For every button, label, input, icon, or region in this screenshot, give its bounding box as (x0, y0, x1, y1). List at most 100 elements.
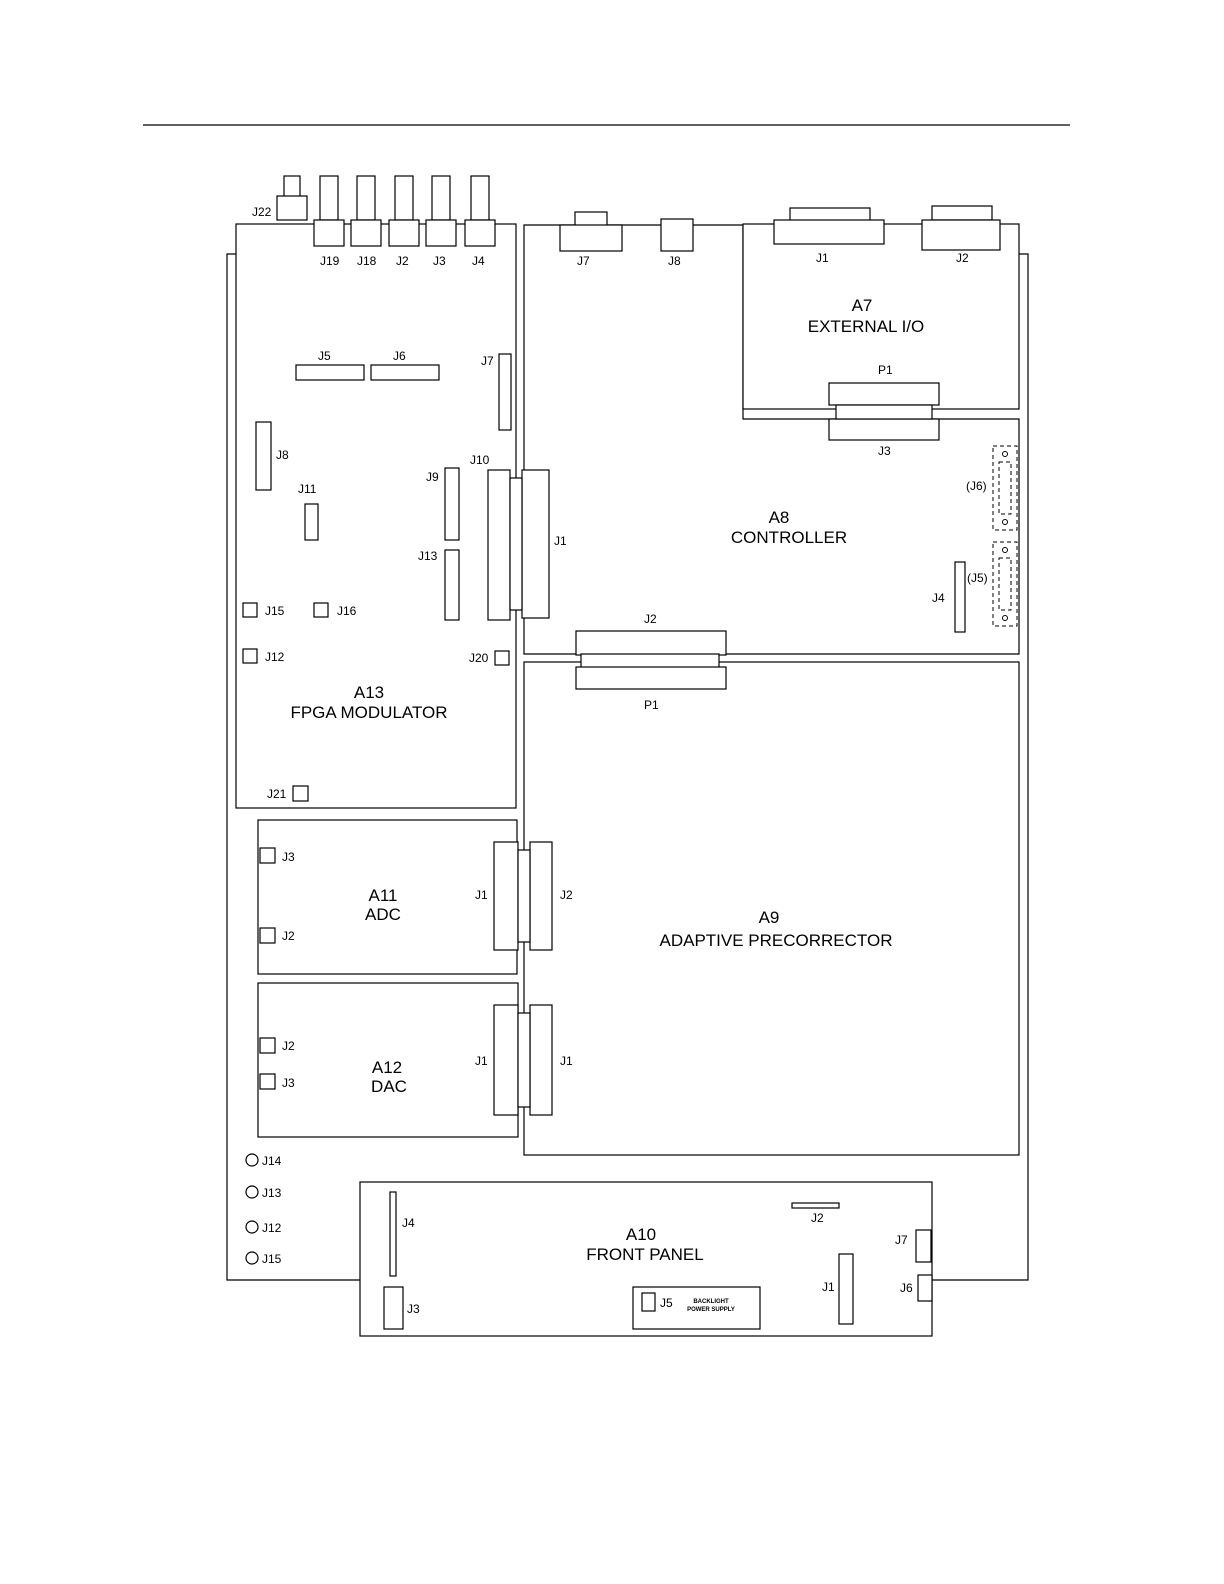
label-j2: J2 (396, 254, 409, 268)
board-a13-fpga-modulator: J22 J19 J18 J2 J3 J4 J5 J6 J7 J8 J11 J9 … (236, 176, 516, 808)
connector-chassis-j15 (246, 1252, 258, 1264)
chassis-connectors: J14 J13 J12 J15 (246, 1154, 282, 1266)
connector-j3 (829, 419, 939, 440)
connector-a12-j1 (494, 1005, 518, 1115)
label-a8-j7: J7 (577, 254, 590, 268)
connector-j4 (955, 562, 965, 632)
label-j13: J13 (418, 549, 438, 563)
label-j16: J16 (337, 604, 357, 618)
connector-j7 (560, 225, 622, 251)
label-j7: J7 (481, 354, 494, 368)
connector-j20 (495, 651, 509, 665)
connector-j2-post (395, 176, 413, 220)
label-j11: J11 (298, 482, 317, 496)
connector-a7-j1 (774, 220, 884, 244)
connector-j8 (661, 219, 693, 251)
board-a13-name: FPGA MODULATOR (290, 703, 447, 722)
connector-a9-j1 (530, 1005, 552, 1115)
connector-j2 (576, 631, 726, 655)
label-j3: J3 (433, 254, 446, 268)
connector-j16 (314, 603, 328, 617)
label-j12: J12 (265, 650, 285, 664)
label-a12-j1: J1 (475, 1054, 488, 1068)
connector-a11-j2 (260, 928, 275, 943)
connector-a9-p1 (576, 667, 726, 689)
label-j20: J20 (469, 651, 489, 665)
label-j18: J18 (357, 254, 377, 268)
connector-j2 (389, 220, 419, 246)
connector-j9 (445, 468, 459, 540)
label-a8-j2: J2 (644, 612, 657, 626)
board-a12-name: DAC (371, 1077, 407, 1096)
label-j8: J8 (276, 448, 289, 462)
connector-a11-j1-link (518, 850, 530, 942)
label-backlight: BACKLIGHT (693, 1299, 729, 1305)
label-a8-j4: J4 (932, 591, 945, 605)
connector-j1-link (510, 478, 522, 610)
label-j15: J15 (265, 604, 285, 618)
board-a12-id: A12 (372, 1058, 402, 1077)
connector-j13 (445, 550, 459, 620)
connector-j18-post (357, 176, 375, 220)
label-a7-j1: J1 (816, 251, 829, 265)
connector-a12-j3 (260, 1074, 275, 1089)
board-a7-external-io: J1 J2 P1 A7 EXTERNAL I/O (743, 206, 1019, 419)
board-a12-dac: J2 J3 J1 A12 DAC (258, 983, 530, 1137)
label-j21: J21 (267, 787, 287, 801)
label-a8-j8: J8 (668, 254, 681, 268)
label-a12-j3: J3 (282, 1076, 295, 1090)
label-power-supply: POWER SUPPLY (687, 1307, 735, 1313)
connector-j7 (499, 354, 511, 430)
connector-j1 (522, 470, 549, 618)
label-j5: J5 (318, 349, 331, 363)
connector-a7-p1 (829, 383, 939, 405)
board-a9-name: ADAPTIVE PRECORRECTOR (659, 931, 892, 950)
board-a9-adaptive-precorrector: P1 J2 J1 A9 ADAPTIVE PRECORRECTOR (524, 654, 1019, 1155)
board-a7-id: A7 (852, 296, 873, 315)
label-chassis-j15: J15 (262, 1252, 282, 1266)
connector-j4 (465, 220, 495, 246)
label-chassis-j14: J14 (262, 1154, 282, 1168)
label-a12-j2: J2 (282, 1039, 295, 1053)
connector-j8 (256, 422, 271, 490)
label-j6: J6 (393, 349, 406, 363)
label-j22: J22 (252, 205, 272, 219)
connector-a10-j1 (839, 1254, 853, 1324)
label-j10: J10 (470, 453, 490, 467)
connector-j19 (314, 220, 344, 246)
board-a11-name: ADC (365, 905, 401, 924)
label-a10-j2: J2 (811, 1211, 824, 1225)
connector-j3 (426, 220, 456, 246)
connector-j6 (371, 365, 439, 380)
label-a7-p1: P1 (878, 363, 893, 377)
connector-a10-j7 (916, 1230, 931, 1262)
board-a10-front-panel: J4 J3 J2 J1 J7 J6 J5 BACKLIGHT POWER SUP… (360, 1182, 932, 1336)
connector-a11-j1 (494, 842, 518, 950)
connector-j11 (305, 504, 318, 540)
label-a8-j3: J3 (878, 444, 891, 458)
connector-chassis-j14 (246, 1154, 258, 1166)
connector-a9-p1-link (581, 654, 719, 668)
label-a10-j3: J3 (407, 1302, 420, 1316)
label-a10-j6: J6 (900, 1281, 913, 1295)
connector-j19-post (320, 176, 338, 220)
connector-a7-j2 (922, 220, 1000, 250)
label-a8-j5: (J5) (967, 571, 988, 585)
board-a8-id: A8 (769, 508, 790, 527)
board-a13-id: A13 (354, 683, 384, 702)
connector-j21 (293, 786, 308, 801)
connector-j12 (243, 649, 257, 663)
label-chassis-j12: J12 (262, 1221, 282, 1235)
label-a10-j1: J1 (822, 1280, 835, 1294)
connector-a7-j2-top (932, 206, 992, 220)
label-a9-j1: J1 (560, 1054, 573, 1068)
board-a11-adc: J3 J2 J1 A11 ADC (258, 820, 530, 974)
label-a7-j2: J2 (956, 251, 969, 265)
connector-chassis-j13 (246, 1186, 258, 1198)
label-a8-j1: J1 (554, 534, 567, 548)
connector-j3-post (432, 176, 450, 220)
label-j19: J19 (320, 254, 340, 268)
connector-a10-j4 (390, 1192, 396, 1276)
label-a9-p1: P1 (644, 698, 659, 712)
